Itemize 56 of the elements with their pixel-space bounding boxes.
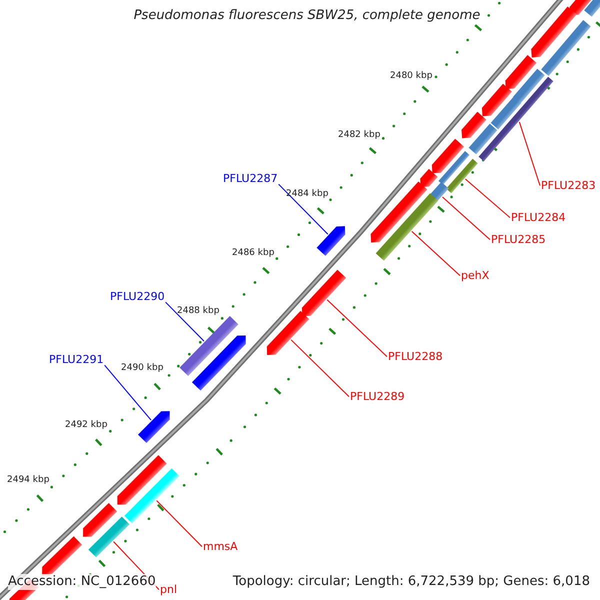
gene-feature bbox=[513, 68, 545, 104]
leader-line bbox=[442, 196, 490, 240]
scale-label: 2480 kbp bbox=[390, 71, 432, 82]
scale-label: 2492 kbp bbox=[65, 420, 108, 431]
gene-feature bbox=[117, 455, 167, 505]
leader-line bbox=[278, 184, 328, 235]
map-title: Pseudomonas fluorescens SBW25, complete genome bbox=[134, 8, 480, 23]
gene-feature bbox=[541, 20, 591, 76]
leader-line bbox=[104, 364, 152, 421]
leader-line bbox=[464, 178, 510, 218]
gene-feature bbox=[370, 181, 428, 242]
leader-line bbox=[326, 299, 388, 358]
scale-label: 2488 kbp bbox=[177, 306, 220, 317]
gene-feature bbox=[138, 411, 170, 444]
leader-line bbox=[518, 121, 540, 186]
gene-label: PFLU2283 bbox=[541, 179, 596, 192]
gene-feature bbox=[446, 158, 478, 194]
gene-label: PFLU2289 bbox=[350, 390, 405, 404]
gene-feature bbox=[482, 84, 512, 116]
gene-feature bbox=[376, 193, 438, 261]
gene-label: mmsA bbox=[203, 540, 238, 554]
gene-label: PFLU2290 bbox=[110, 290, 165, 304]
gene-feature bbox=[302, 270, 346, 316]
gene-label: PFLU2288 bbox=[388, 350, 443, 364]
leader-line bbox=[156, 500, 202, 548]
leader-line bbox=[165, 302, 204, 342]
gene-label: PFLU2291 bbox=[49, 353, 104, 366]
gene-feature bbox=[531, 6, 577, 58]
genome-stats-text: Topology: circular; Length: 6,722,539 bp; Genes: 6,018 bbox=[232, 574, 590, 590]
scale-label: 2482 kbp bbox=[338, 130, 380, 141]
gene-feature bbox=[432, 138, 464, 174]
gene-feature bbox=[478, 76, 554, 162]
gene-label: PFLU2284 bbox=[511, 211, 566, 224]
gene-feature bbox=[42, 536, 82, 576]
gene-feature bbox=[266, 310, 310, 355]
gene-feature bbox=[83, 503, 118, 537]
gene-feature bbox=[192, 336, 246, 391]
gene-label: PFLU2285 bbox=[491, 233, 546, 246]
gene-feature bbox=[124, 468, 180, 524]
leader-line bbox=[411, 230, 460, 276]
accession-text: Accession: NC_012660 bbox=[8, 574, 156, 590]
gene-feature bbox=[468, 124, 498, 154]
scale-label: 2486 kbp bbox=[232, 248, 274, 259]
gene-feature bbox=[180, 316, 238, 376]
gene-feature bbox=[584, 0, 600, 17]
gene-feature bbox=[88, 516, 130, 558]
gene-feature bbox=[316, 226, 346, 256]
gene-label: pehX bbox=[461, 269, 490, 282]
scale-label: 2490 kbp bbox=[121, 363, 164, 374]
gene-feature bbox=[462, 112, 486, 138]
leader-line bbox=[290, 339, 350, 398]
gene-feature bbox=[490, 96, 522, 130]
gene-label: pnl bbox=[160, 583, 178, 596]
gene-feature bbox=[505, 54, 537, 90]
gene-label: PFLU2287 bbox=[223, 172, 278, 186]
scale-label: 2494 kbp bbox=[7, 475, 50, 486]
